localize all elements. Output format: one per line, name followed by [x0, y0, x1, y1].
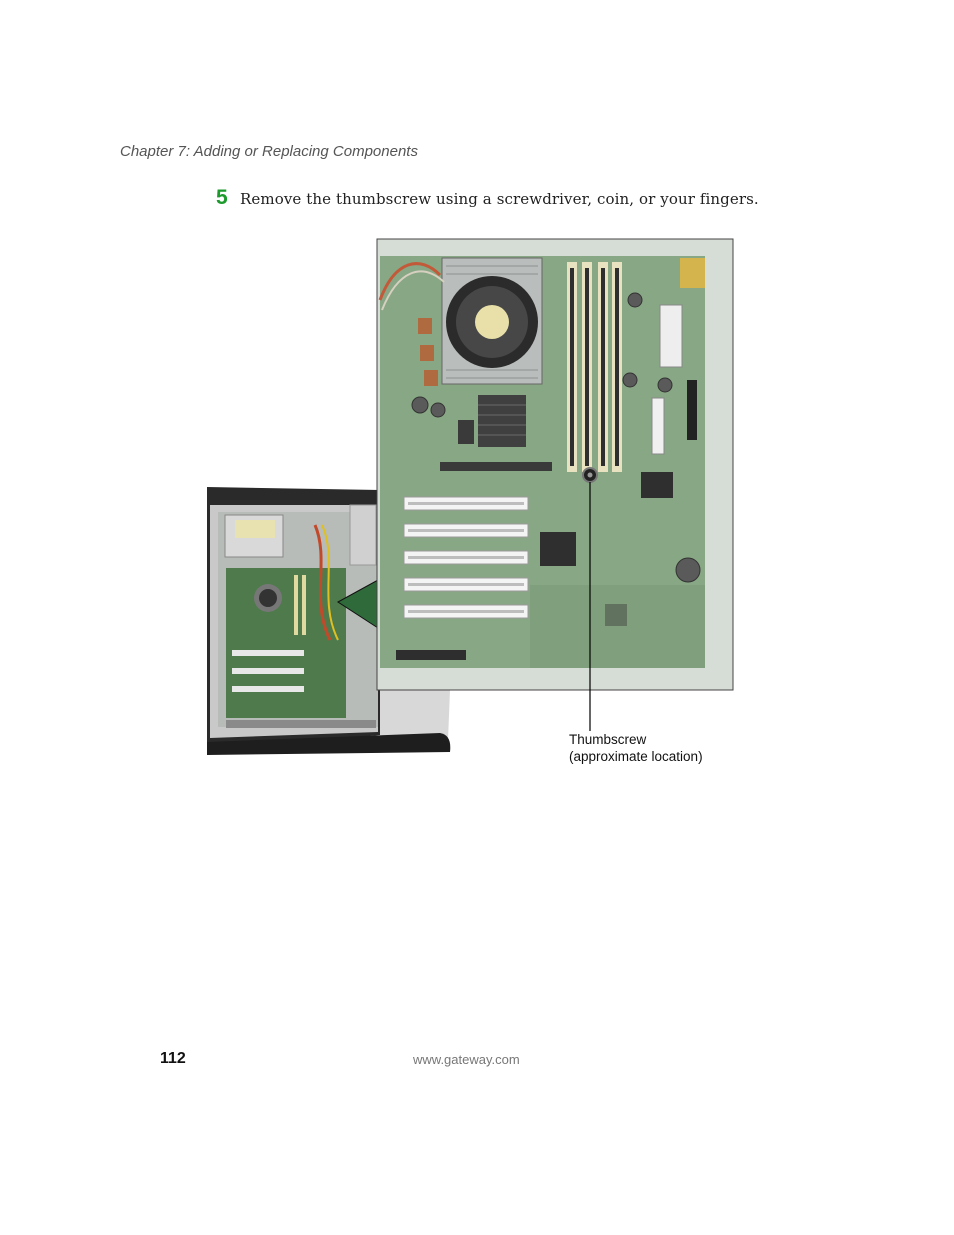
callout-title: Thumbscrew: [569, 732, 647, 747]
footer-url[interactable]: www.gateway.com: [413, 1052, 520, 1067]
step-5: 5 Remove the thumbscrew using a screwdri…: [216, 186, 759, 210]
motherboard-illustration: [207, 238, 734, 755]
step-number: 5: [216, 186, 228, 209]
computer-case-image: [207, 487, 451, 755]
page-number: 112: [160, 1050, 186, 1067]
running-head: Chapter 7: Adding or Replacing Component…: [120, 143, 418, 160]
step-instruction: Remove the thumbscrew using a screwdrive…: [240, 190, 759, 208]
thumbscrew-callout: Thumbscrew (approximate location): [569, 731, 703, 765]
motherboard-zoom: [376, 238, 734, 731]
callout-subtitle: (approximate location): [569, 749, 703, 764]
